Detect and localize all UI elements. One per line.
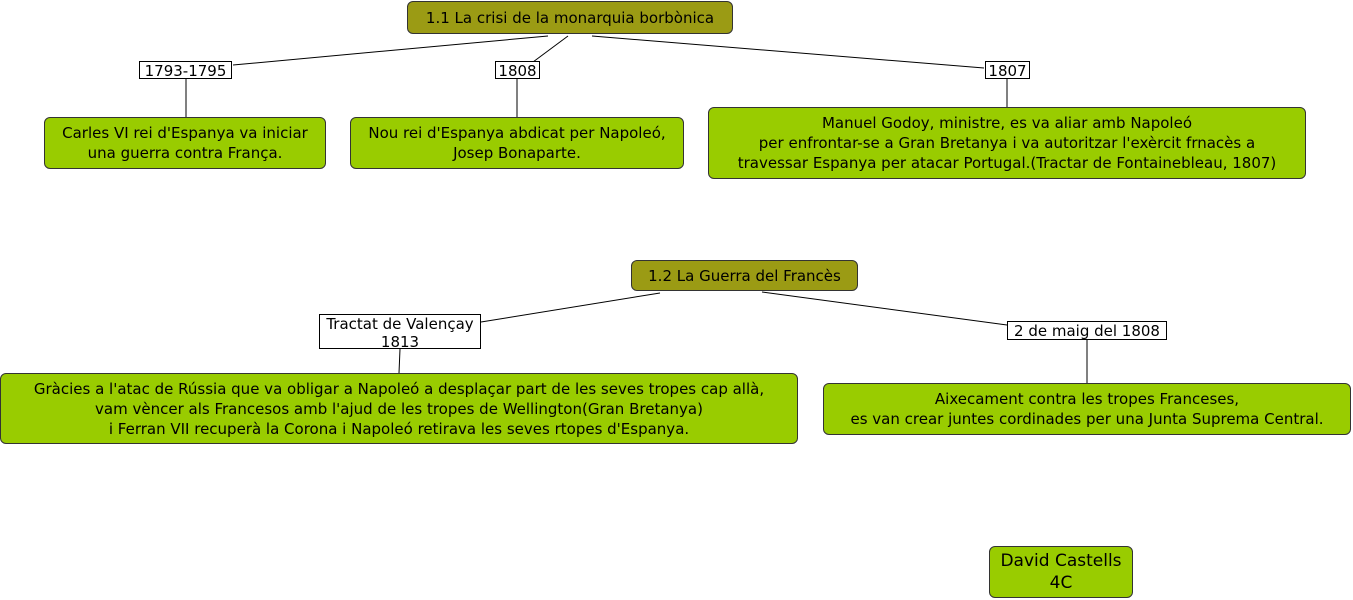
label-tractat-valencay[interactable]: Tractat de Valençay 1813 (319, 314, 481, 351)
concept-nou-rei[interactable]: Nou rei d'Espanya abdicat per Napoleó, J… (350, 117, 684, 169)
topic-crisi-monarquia[interactable]: 1.1 La crisi de la monarquia borbònica (407, 1, 733, 34)
concept-carles-vi[interactable]: Carles VI rei d'Espanya va iniciar una g… (44, 117, 326, 169)
link-t1-l2 (532, 35, 569, 63)
link-l4-c4 (398, 348, 401, 374)
link-t1-l3 (591, 35, 985, 69)
label-1808[interactable]: 1808 (495, 61, 540, 80)
link-t2-l5 (761, 291, 1008, 326)
link-t2-l4 (480, 292, 661, 323)
label-1793-1795[interactable]: 1793-1795 (139, 61, 232, 80)
label-1807[interactable]: 1807 (985, 61, 1030, 80)
concept-gracies-atac-russia[interactable]: Gràcies a l'atac de Rússia que va obliga… (0, 373, 798, 444)
concept-aixecament[interactable]: Aixecament contra les tropes Franceses, … (823, 383, 1351, 435)
link-t1-l1 (232, 35, 549, 66)
concept-manuel-godoy[interactable]: Manuel Godoy, ministre, es va aliar amb … (708, 107, 1306, 179)
topic-guerra-frances[interactable]: 1.2 La Guerra del Francès (631, 260, 858, 291)
label-2-maig-1808[interactable]: 2 de maig del 1808 (1007, 321, 1167, 340)
concept-author[interactable]: David Castells 4C (989, 546, 1133, 598)
